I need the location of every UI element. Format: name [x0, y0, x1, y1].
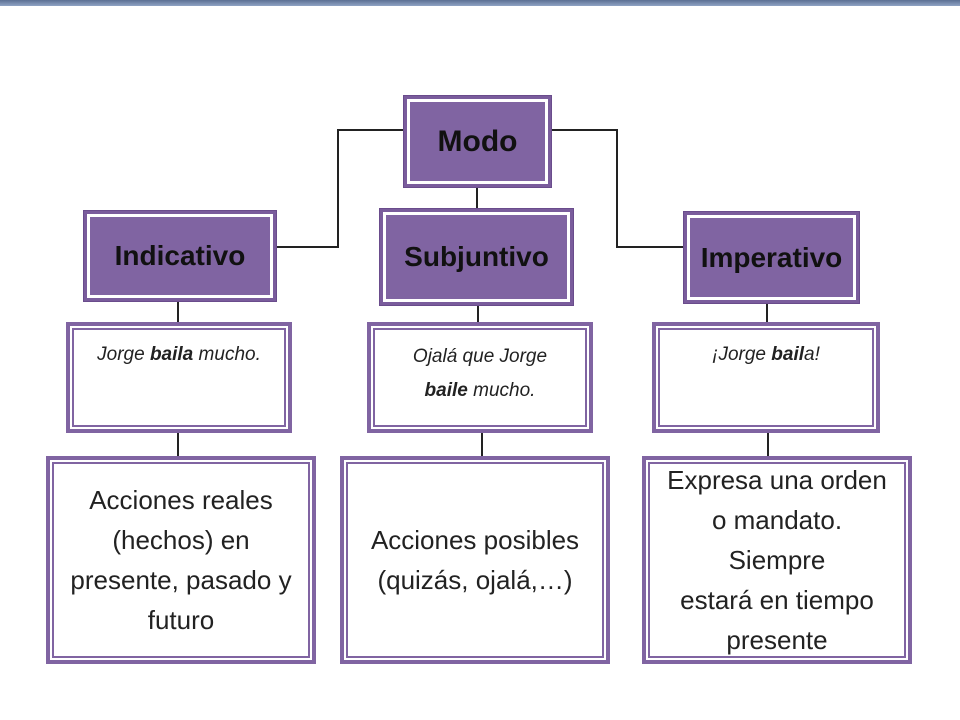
modo-box: Modo — [404, 96, 551, 187]
imperativo-example: ¡Jorge baila! — [712, 344, 820, 365]
indicativo-label: Indicativo — [114, 240, 246, 271]
indicativo-description-box: Acciones reales (hechos) en presente, pa… — [46, 456, 316, 664]
subjuntivo-description: Acciones posibles (quizás, ojalá,…) — [370, 525, 580, 595]
subjuntivo-example-box: Ojalá que Jorge baile mucho. — [367, 322, 593, 433]
imperativo-example-box: ¡Jorge baila! — [652, 322, 880, 433]
subjuntivo-label: Subjuntivo — [404, 241, 549, 272]
indicativo-example: Jorge baila mucho. — [97, 344, 261, 365]
indicativo-description: Acciones reales (hechos) en presente, pa… — [70, 485, 292, 635]
modo-label: Modo — [437, 124, 518, 158]
subjuntivo-example: Ojalá que Jorge baile mucho. — [412, 346, 548, 401]
window-top-bar — [0, 0, 960, 6]
subjuntivo-description-box: Acciones posibles (quizás, ojalá,…) — [340, 456, 610, 664]
indicativo-box: Indicativo — [84, 211, 276, 301]
subjuntivo-box: Subjuntivo — [380, 209, 573, 305]
indicativo-example-box: Jorge baila mucho. — [66, 322, 292, 433]
connector-modo-indicativo — [276, 129, 404, 248]
imperativo-description: Expresa una orden o mandato. Siempre est… — [667, 465, 887, 655]
imperativo-box: Imperativo — [684, 212, 859, 303]
imperativo-label: Imperativo — [700, 241, 843, 273]
connector-modo-imperativo — [551, 129, 684, 248]
imperativo-description-box: Expresa una orden o mandato. Siempre est… — [642, 456, 912, 664]
